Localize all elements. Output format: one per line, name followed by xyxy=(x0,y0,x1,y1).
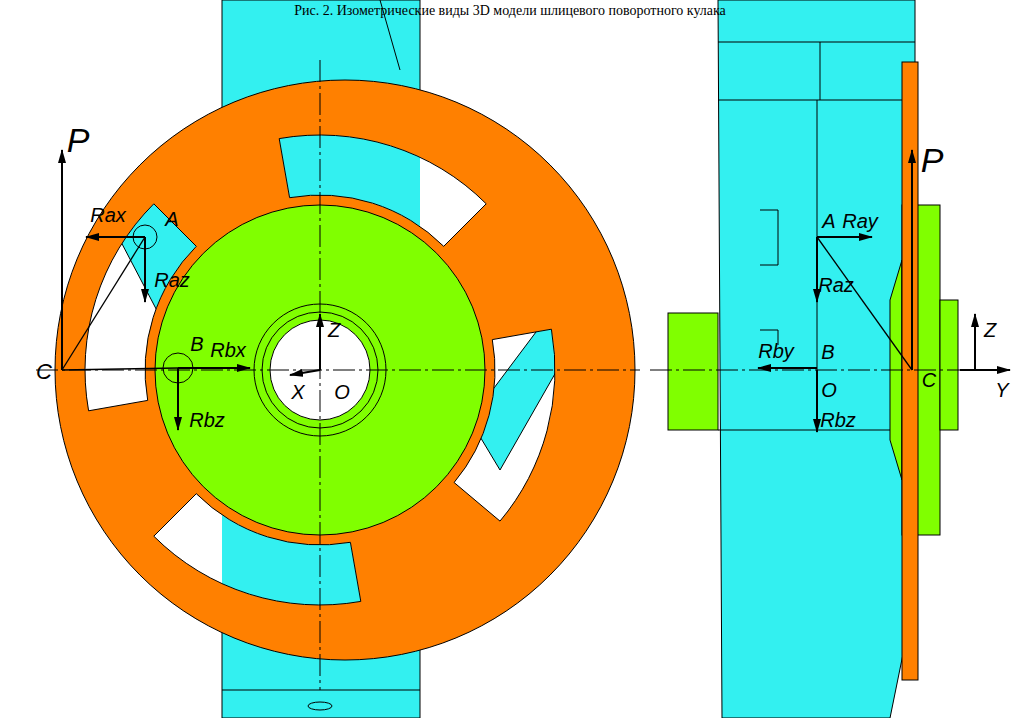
force-arrow xyxy=(144,237,146,302)
force-label: P xyxy=(67,123,90,157)
hub-shaft xyxy=(668,313,718,430)
disc-windows xyxy=(0,0,700,718)
force-label: P xyxy=(921,143,944,177)
force-label: Raz xyxy=(154,270,190,290)
axis-line xyxy=(320,60,321,690)
axis-label: Z xyxy=(328,320,340,340)
point-label: O xyxy=(334,382,350,402)
axis-label: Z xyxy=(984,320,996,340)
point-label: O xyxy=(821,380,837,400)
force-arrow xyxy=(758,367,817,369)
hidden-edge xyxy=(760,210,778,265)
point-label: C xyxy=(922,370,936,390)
axis-arrow xyxy=(974,314,976,370)
force-label: Rax xyxy=(90,205,126,225)
axis-arrow xyxy=(290,370,320,375)
point-label: A xyxy=(165,209,178,229)
force-arrow xyxy=(86,236,145,238)
force-label: Rbz xyxy=(189,410,225,430)
window-ground xyxy=(0,0,700,718)
force-arrow xyxy=(177,368,179,430)
force-arrow xyxy=(816,370,818,432)
force-label: Raz xyxy=(818,275,854,295)
force-label: Rbx xyxy=(210,340,246,360)
body-edge xyxy=(820,42,821,100)
force-arrow xyxy=(178,367,250,369)
axis-arrow xyxy=(319,314,321,370)
side-view xyxy=(650,0,1010,718)
construction-line xyxy=(62,368,178,370)
axis-line xyxy=(36,370,640,371)
figure-title: Рис. 2. Изометрические виды 3D модели шл… xyxy=(294,4,726,18)
point-label: B xyxy=(190,334,203,354)
hub-nose xyxy=(940,300,958,430)
construction-line xyxy=(817,237,912,370)
knuckle-body xyxy=(718,0,915,718)
force-label: Rby xyxy=(758,341,794,361)
axis-label: Y xyxy=(995,380,1008,400)
axis-label: X xyxy=(291,382,304,402)
force-label: Rbz xyxy=(820,410,856,430)
body-edge xyxy=(222,690,420,691)
front-view xyxy=(0,0,700,718)
axis-arrow xyxy=(960,369,1010,371)
body-edge xyxy=(718,42,915,43)
force-arrows xyxy=(62,150,320,430)
force-arrow xyxy=(816,237,818,302)
force-label: Ray xyxy=(842,211,878,231)
knuckle-arm xyxy=(470,300,580,470)
force-arrow xyxy=(61,150,63,370)
brake-disc xyxy=(902,62,918,680)
point-label: C xyxy=(36,361,52,383)
construction-line xyxy=(62,237,145,370)
force-arrow xyxy=(817,236,872,238)
point-label: A xyxy=(822,211,835,231)
force-arrow xyxy=(911,150,913,370)
axis-line xyxy=(650,370,1008,371)
point-label: B xyxy=(821,342,834,362)
body-edge xyxy=(718,430,902,431)
force-arrows xyxy=(758,150,1010,432)
body-hole xyxy=(308,702,332,710)
